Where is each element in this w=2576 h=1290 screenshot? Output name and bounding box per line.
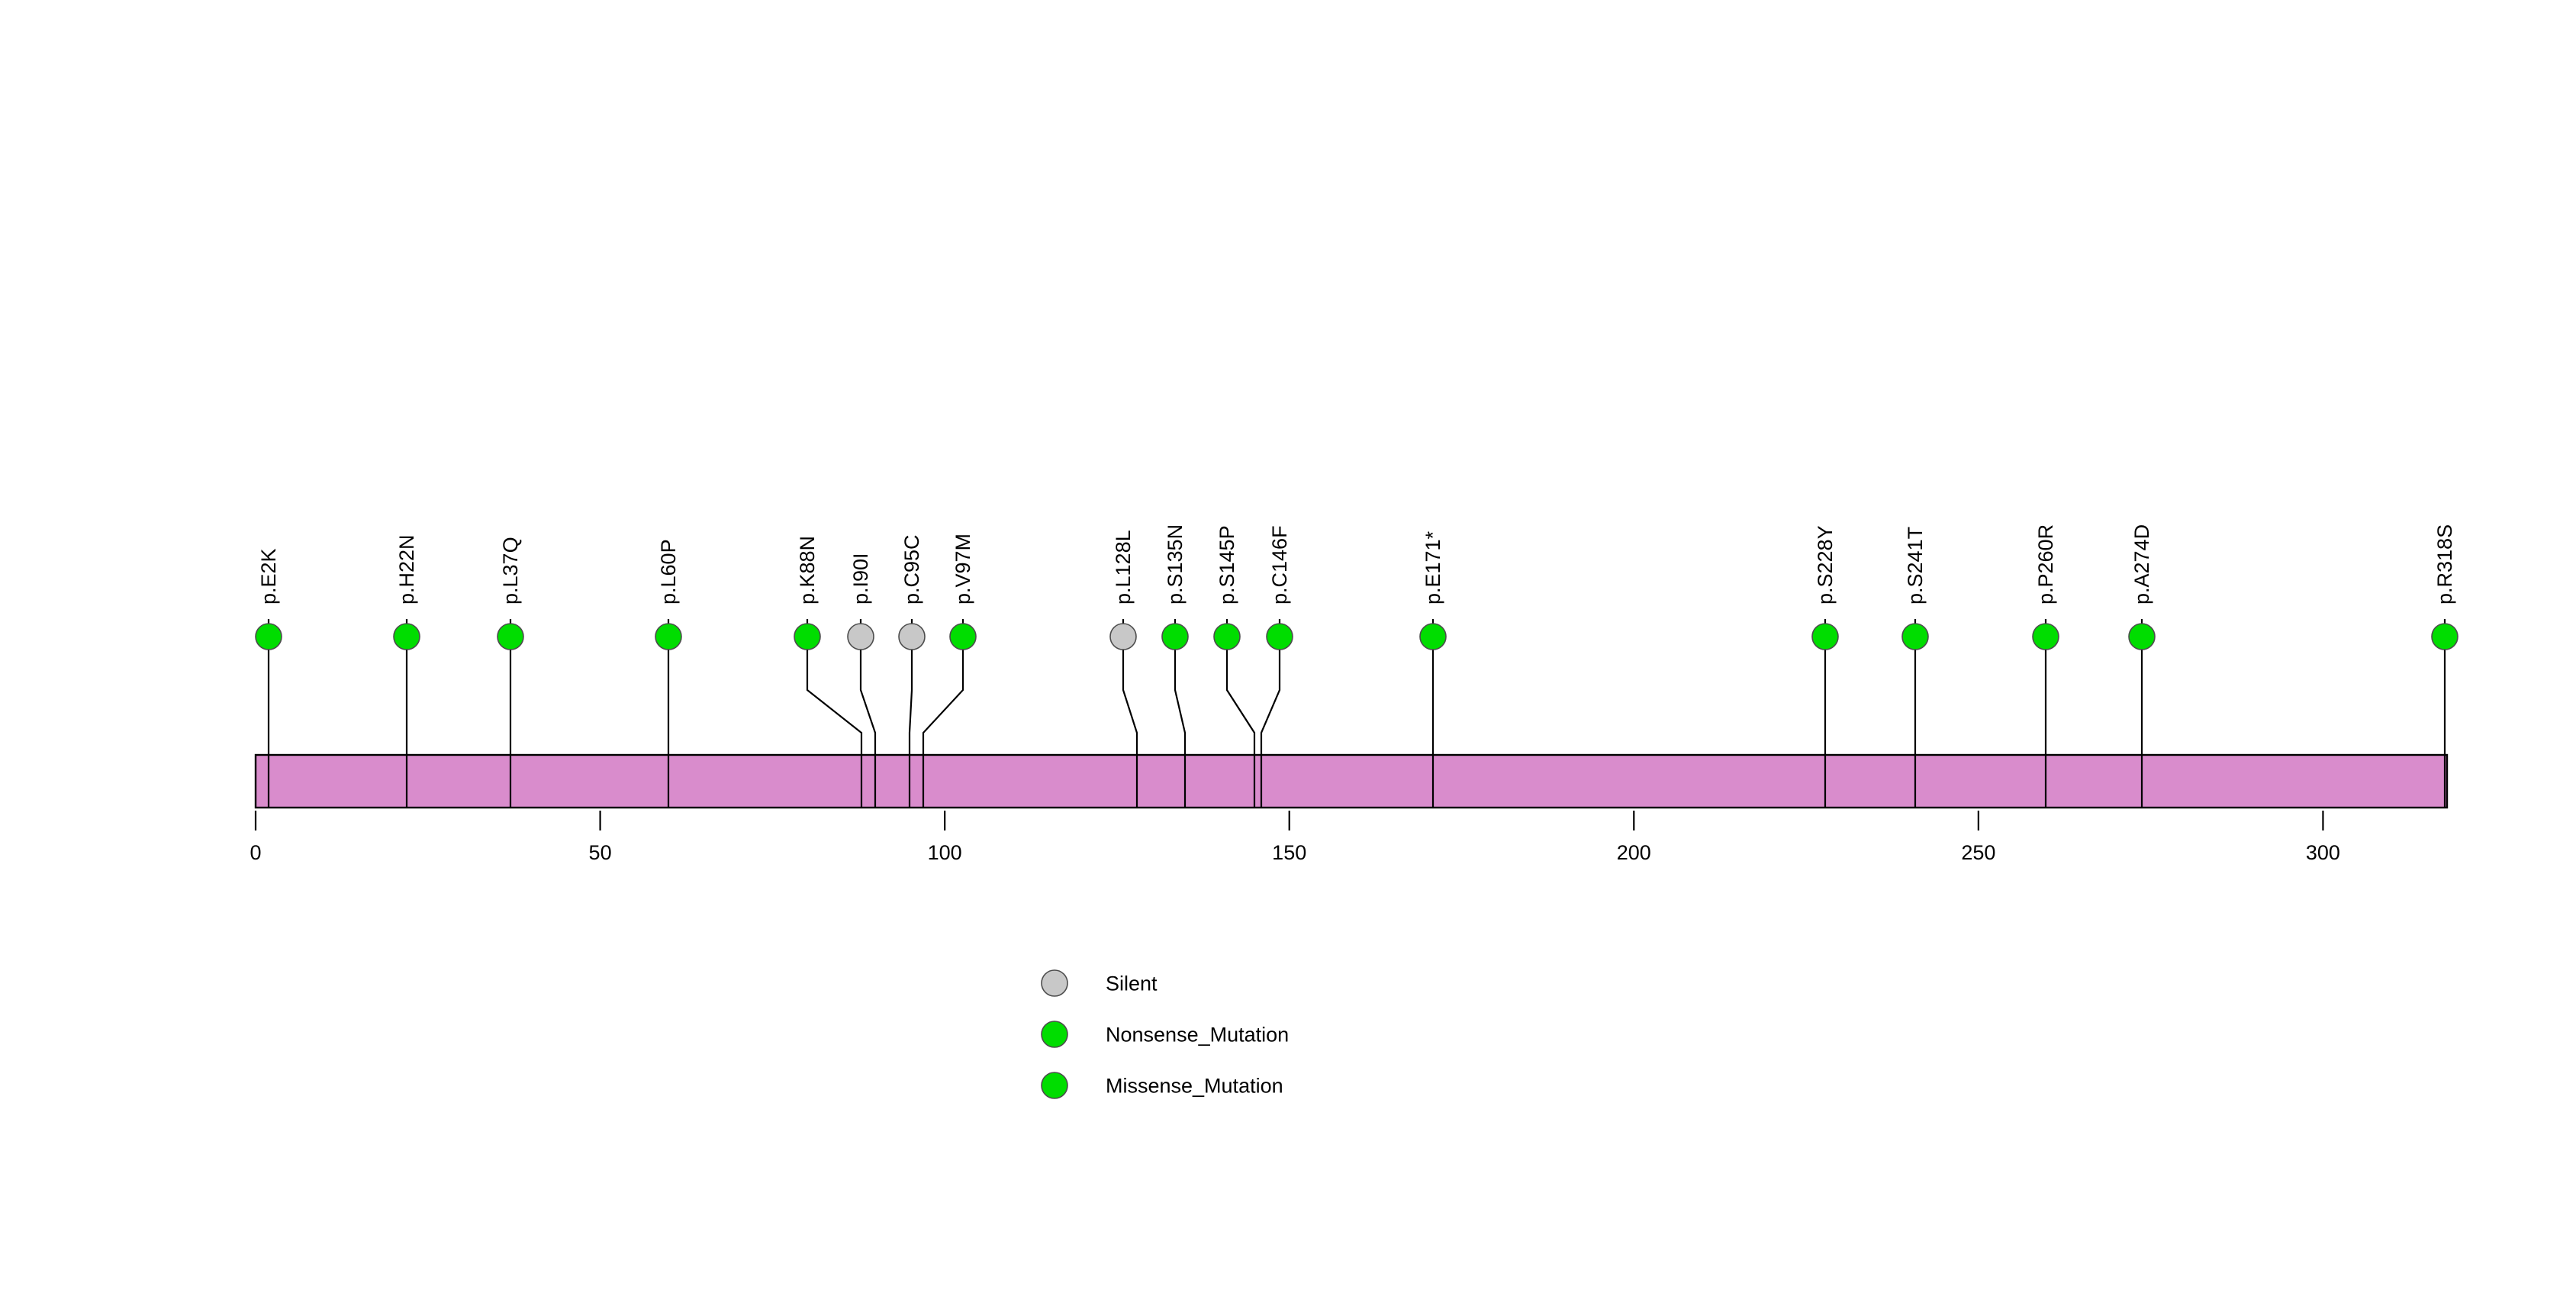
x-axis-tick-label: 250 — [1961, 841, 1995, 864]
mutation-label: p.S228Y — [1814, 525, 1837, 605]
x-axis-tick-label: 300 — [2306, 841, 2340, 864]
mutation-labels-group: p.E2K p.H22N p.L37Q p.L60P p.K88N p.I90I p.C95… — [257, 524, 2456, 605]
lollipop-head-pR318S[interactable]: p.R318S (Missense_Mutation) — [2431, 623, 2458, 650]
lollipop-head-pL128L[interactable]: p.L128L (Silent) — [1109, 623, 1137, 650]
mutation-label: p.P260R — [2034, 524, 2057, 605]
mutation-label: p.H22N — [395, 534, 418, 605]
legend-label-NonsenseMutation: Nonsense_Mutation — [1106, 1024, 1289, 1047]
lollipop-head-pS145P[interactable]: p.S145P (Missense_Mutation) — [1213, 623, 1241, 650]
mutation-label: p.C146F — [1268, 525, 1291, 605]
mutation-label: p.L37Q — [499, 537, 522, 605]
lollipop-head-pC95C[interactable]: p.C95C (Silent) — [898, 623, 926, 650]
mutation-label: p.K88N — [796, 536, 819, 605]
protein-backbone-bar[interactable] — [254, 753, 2449, 809]
protein-domain-group — [254, 753, 2449, 809]
lollipop-head-pV97M[interactable]: p.V97M (Missense_Mutation) — [949, 623, 977, 650]
legend-swatch-MissenseMutation[interactable] — [1041, 1072, 1068, 1099]
lollipop-head-pE171[interactable]: p.E171* (Nonsense_Mutation) — [1419, 623, 1447, 650]
lollipop-head-pS241T[interactable]: p.S241T (Missense_Mutation) — [1901, 623, 1929, 650]
lollipop-head-pL37Q[interactable]: p.L37Q (Missense_Mutation) — [497, 623, 524, 650]
legend-label-Silent: Silent — [1106, 972, 1158, 995]
lollipop-head-pI90I[interactable]: p.I90I (Silent) — [847, 623, 874, 650]
legend-swatch-NonsenseMutation[interactable] — [1041, 1021, 1068, 1048]
mutation-label: p.L60P — [657, 539, 680, 605]
mutation-label: p.A274D — [2130, 524, 2153, 605]
x-axis-tick-label: 150 — [1272, 841, 1306, 864]
mutation-label: p.E2K — [257, 548, 280, 605]
lollipop-head-pS228Y[interactable]: p.S228Y (Missense_Mutation) — [1811, 623, 1839, 650]
mutation-label: p.V97M — [952, 534, 974, 605]
legend-label-MissenseMutation: Missense_Mutation — [1106, 1075, 1283, 1098]
mutation-label: p.L128L — [1112, 530, 1135, 605]
lollipop-head-pS135N[interactable]: p.S135N (Missense_Mutation) — [1161, 623, 1189, 650]
mutation-label: p.E171* — [1422, 531, 1444, 605]
x-axis-tick-label: 100 — [928, 841, 962, 864]
x-axis-group: 0 50 100 150 200 250 300 — [250, 811, 2340, 864]
lollipop-head-pC146F[interactable]: p.C146F (Missense_Mutation) — [1266, 623, 1293, 650]
mutation-label: p.S145P — [1216, 525, 1238, 605]
x-axis-tick-label: 50 — [589, 841, 612, 864]
protein-bar-ticks-group — [267, 755, 2446, 808]
mutation-label: p.S135N — [1164, 524, 1187, 605]
mutation-label: p.R318S — [2433, 524, 2456, 605]
mutation-label: p.C95C — [900, 534, 923, 605]
lollipop-head-pK88N[interactable]: p.K88N (Missense_Mutation) — [794, 623, 821, 650]
lollipop-heads-group: p.E2K (Missense_Mutation) p.H22N (Missens… — [255, 623, 2458, 650]
lollipop-head-pH22N[interactable]: p.H22N (Missense_Mutation) — [393, 623, 420, 650]
x-axis-tick-label: 200 — [1617, 841, 1651, 864]
lollipop-head-pP260R[interactable]: p.P260R (Missense_Mutation) — [2032, 623, 2059, 650]
lollipop-head-pE2K[interactable]: p.E2K (Missense_Mutation) — [255, 623, 282, 650]
lollipop-head-pA274D[interactable]: p.A274D (Missense_Mutation) — [2128, 623, 2156, 650]
mutation-label: p.S241T — [1904, 527, 1927, 605]
legend-swatch-Silent[interactable] — [1041, 969, 1068, 997]
mutation-label: p.I90I — [849, 553, 872, 605]
x-axis-tick-label: 0 — [250, 841, 261, 864]
lollipop-head-pL60P[interactable]: p.L60P (Missense_Mutation) — [655, 623, 682, 650]
